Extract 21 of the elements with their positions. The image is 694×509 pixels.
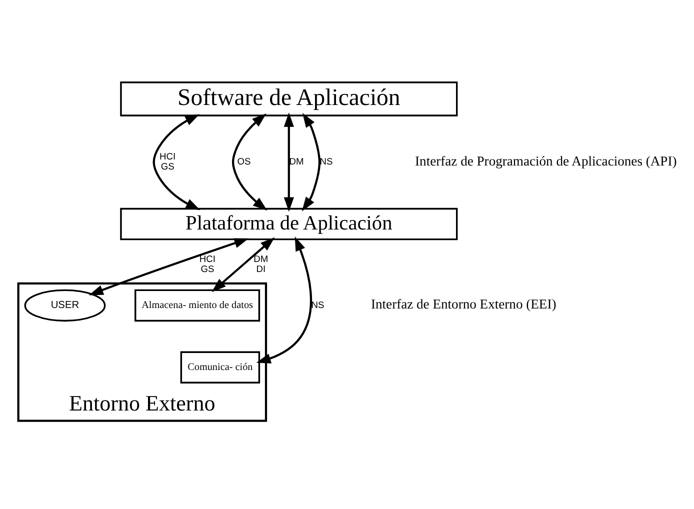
label: Interfaz de Programación de Aplicaciones (API) [415, 152, 677, 168]
arrow [284, 112, 294, 212]
arrow [302, 112, 320, 211]
arrow [256, 236, 312, 363]
edge-label: HCI GS [199, 254, 216, 274]
label: Interfaz de Entorno Externo (EEI) [370, 296, 556, 312]
node-box: Software de Aplicación [120, 81, 458, 116]
node-box: Comunica- ción [180, 350, 260, 383]
edge-label: DM DI [254, 254, 268, 274]
arrow [232, 112, 268, 210]
node-box: Plataforma de Aplicación [120, 207, 458, 240]
edge-label: HCI GS [160, 150, 176, 172]
edge-label: NS [320, 156, 333, 166]
edge-label: DM [289, 156, 304, 166]
node-box: Almacena- miento de datos [134, 288, 260, 322]
edge-label: OS [237, 156, 251, 166]
arrow [88, 238, 249, 295]
arrow [212, 236, 275, 292]
edge-label: NS [311, 299, 324, 310]
node-ellipse: USER [24, 288, 106, 322]
arrow [152, 114, 200, 210]
